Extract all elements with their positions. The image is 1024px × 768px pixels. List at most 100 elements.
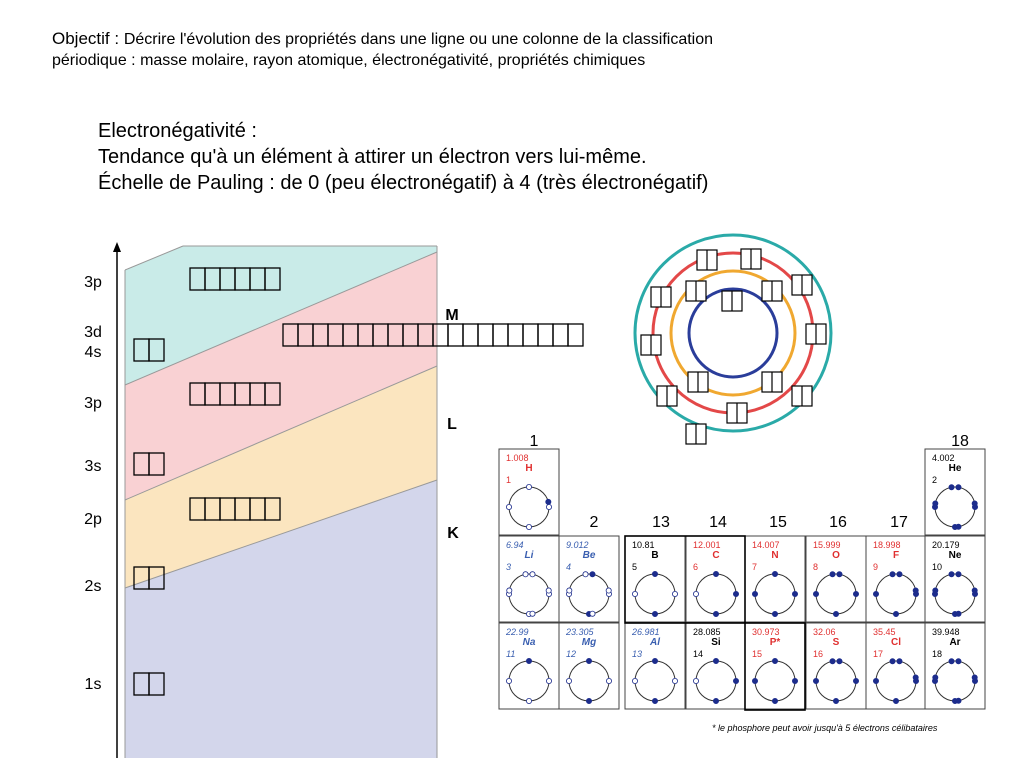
element-mass: 18.998 [873,540,901,550]
electron-dot [948,571,955,578]
electron-dot [566,587,573,594]
electron-dot [932,587,939,594]
orbital-box [537,323,554,347]
element-symbol: Si [711,637,721,648]
label-3p-top: 3p [84,274,102,291]
electron-dot [893,698,900,705]
band-divider-3 [124,479,438,589]
element-mass: 39.948 [932,627,960,637]
group-18-label: 18 [951,433,969,450]
electron-dot [955,571,962,578]
atom-shell-model [633,233,833,445]
label-1s: 1s [85,676,102,693]
electron-dot [955,658,962,665]
electron-dot [545,587,552,594]
periodic-table: 1 18 2 13 14 15 16 17 1.008H14.002He26.9… [498,433,986,733]
orbital-box [447,323,464,347]
shell-4-ring [633,233,833,433]
orbital-box [264,382,281,406]
electron-dot [971,674,978,681]
label-2p: 2p [84,511,102,528]
electron-dot [605,587,612,594]
element-symbol: S [833,637,840,648]
electron-dot [545,498,552,505]
electron-dot [632,678,639,685]
electron-dot [693,678,700,685]
orbital-box [148,452,165,476]
orbital-box [477,323,494,347]
element-symbol: Al [649,637,660,648]
objective-line2: périodique : masse molaire, rayon atomiq… [52,52,646,69]
electron-dot [526,483,533,490]
electron-dot [713,698,720,705]
orbital-box [552,323,569,347]
band-top-region [125,246,437,385]
element-number: 3 [506,562,511,572]
element-number: 16 [813,649,823,659]
label-3p: 3p [84,395,102,412]
atom-orbital-box [685,280,707,302]
electron-dot [948,658,955,665]
element-symbol: Cl [891,637,901,648]
electron-dot [582,571,589,578]
energy-level-diagram: 3p 3d 4s 3p 3s 2p 2s 1s M L K [84,242,584,758]
electron-dot [526,658,533,665]
element-mass: 15.999 [813,540,841,550]
electron-dot [526,698,533,705]
electron-dot [652,611,659,618]
label-3d: 3d [84,324,102,341]
electron-dot [713,658,720,665]
atom-orbital-box [805,323,827,345]
shell-2-ring [669,269,797,397]
group-13-label: 13 [652,514,670,531]
electron-dot [772,611,779,618]
atom-orbital-box [640,334,662,356]
atom-orbital-box [761,371,783,393]
electron-dot [772,571,779,578]
orbital-row-3p [189,382,281,406]
electron-dot [546,678,553,685]
element-symbol: Mg [582,637,596,648]
objective-prefix: Objectif : [52,29,124,48]
orbital-box [148,338,165,362]
electron-dot [693,591,700,598]
element-number: 13 [632,649,642,659]
element-number: 14 [693,649,703,659]
electron-dot [896,571,903,578]
element-symbol: C [712,550,719,561]
element-mass: 26.981 [631,627,660,637]
atom-orbital-box [696,249,718,271]
orbital-box [567,323,584,347]
electron-dot [853,678,860,685]
electron-dot [829,571,836,578]
definition-line2: Tendance qu'à un élément à attirer un él… [98,146,647,168]
electron-dot [912,674,919,681]
orbital-box [507,323,524,347]
element-mass: 12.001 [693,540,721,550]
orbital-row-3p-upper [189,267,281,291]
electron-dot [632,591,639,598]
energy-axis-arrow-icon [113,242,121,252]
electron-dot [932,674,939,681]
atom-orbital-box [740,248,762,270]
atom-orbital-box [791,274,813,296]
electron-dot [912,587,919,594]
electron-dot [586,658,593,665]
electron-dot [792,591,799,598]
definition-line3: Échelle de Pauling : de 0 (peu électroné… [98,172,709,194]
electron-dot [833,611,840,618]
electron-dot [772,658,779,665]
element-number: 1 [506,475,511,485]
orbital-boxes [133,267,584,696]
element-number: 18 [932,649,942,659]
electron-dot [606,678,613,685]
definition: Electronégativité : Tendance qu'à un élé… [98,118,708,196]
